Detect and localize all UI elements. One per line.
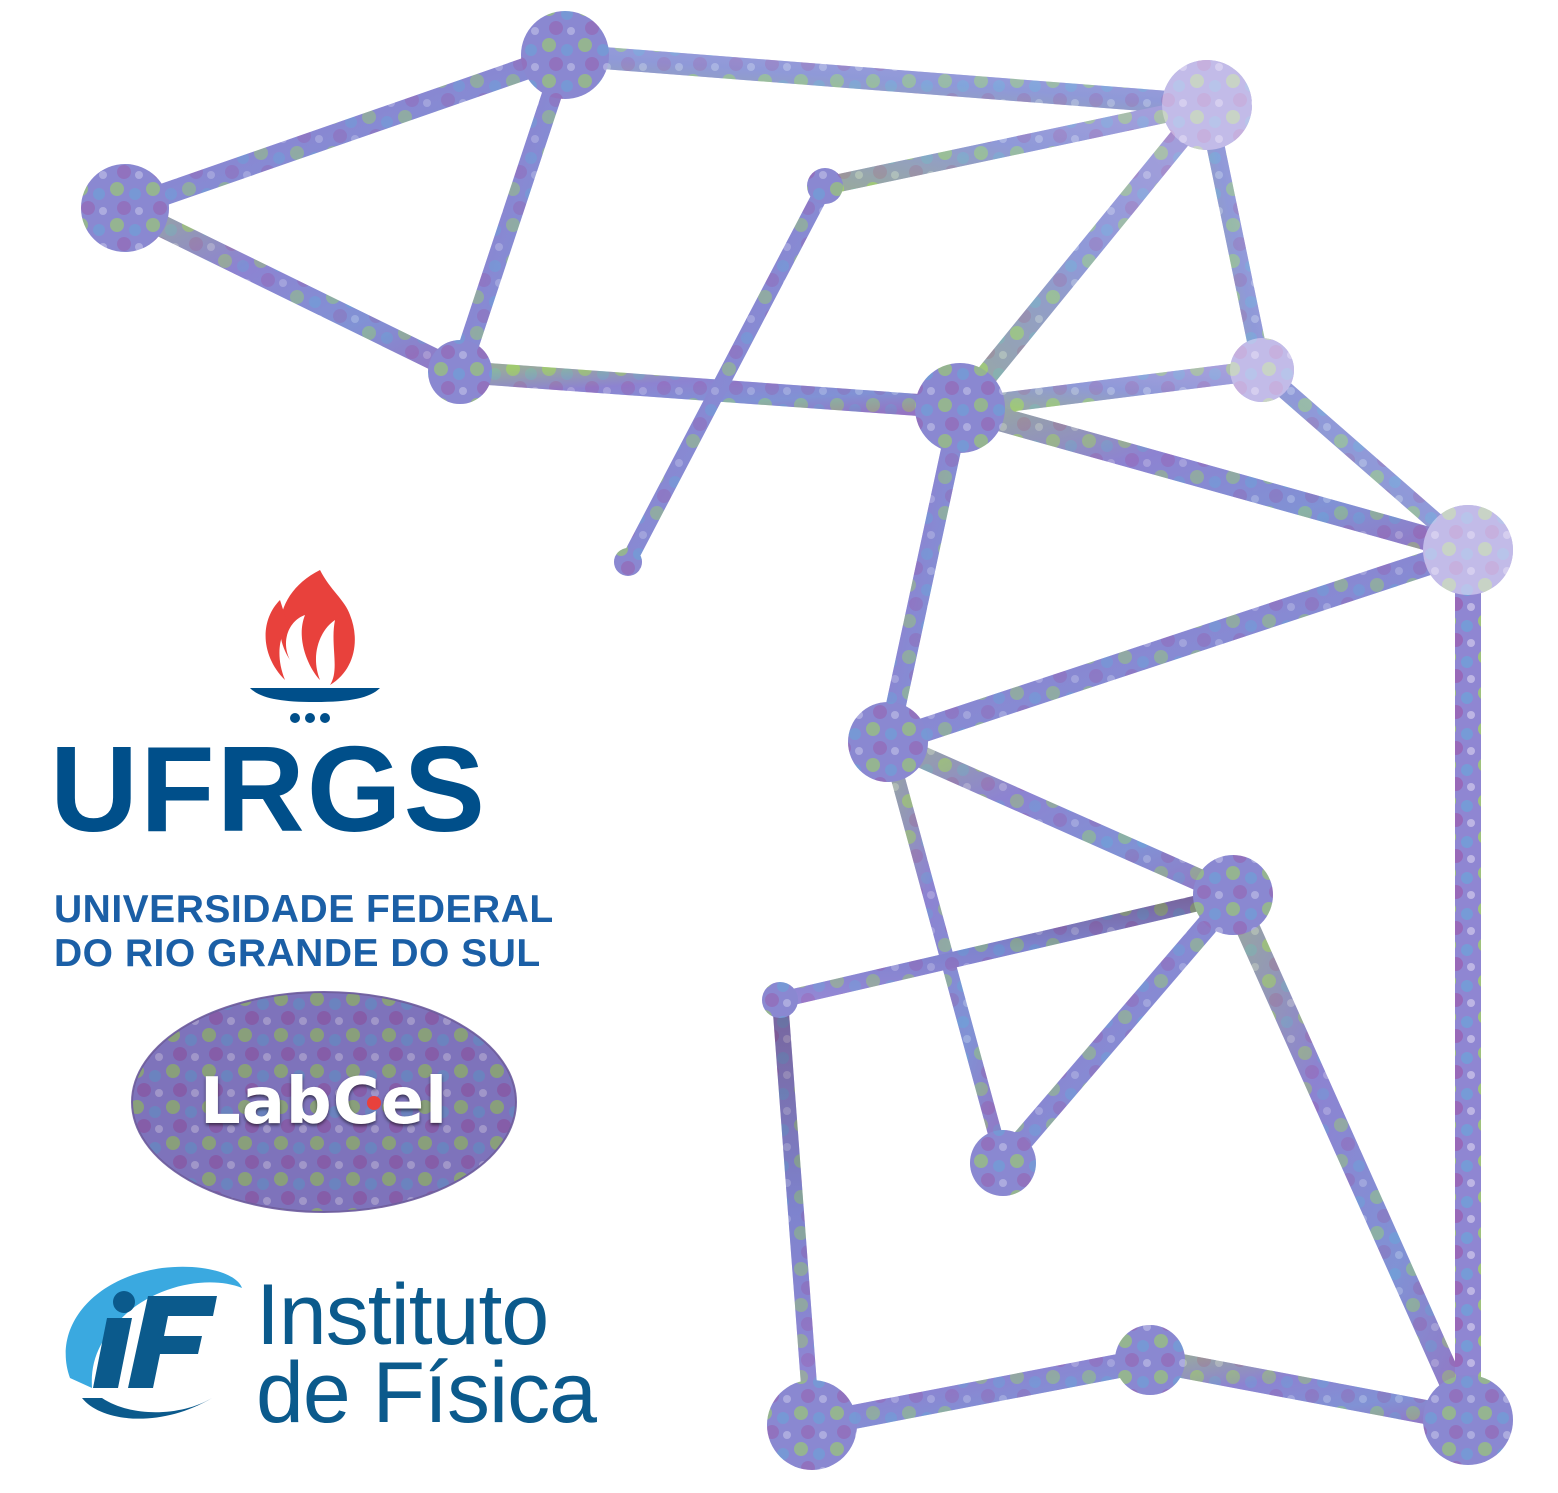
network-edge-tint: [992, 884, 1244, 1174]
network-node-tint: [762, 982, 798, 1018]
labcel-oval-icon: [131, 991, 517, 1213]
network-edge-tint: [950, 360, 1272, 418]
network-edge-tint: [816, 96, 1216, 195]
network-edge-tint: [1138, 1348, 1480, 1432]
torch-flame-icon: [250, 570, 380, 723]
network-edge-tint: [620, 178, 833, 570]
network-node: [614, 548, 642, 576]
network-node-tint: [848, 702, 928, 782]
network-edge-tint: [450, 45, 575, 382]
network-edge-tint: [949, 94, 1218, 419]
network-node: [762, 982, 798, 1018]
network-edge-tint: [1221, 883, 1480, 1432]
network-node-tint: [915, 363, 1005, 453]
if-emblem-icon: [65, 1266, 242, 1419]
instituto-line2: de Física: [256, 1345, 597, 1441]
network-node-tint: [767, 1380, 857, 1470]
network-node: [1115, 1325, 1185, 1395]
network-edge-tint: [114, 44, 576, 219]
ufrgs-acronym: UFRGS: [50, 721, 487, 857]
network-node: [428, 340, 492, 404]
labcel-logo: LabCel: [128, 990, 520, 1214]
network-node-tint: [807, 168, 843, 204]
network-node-tint: [614, 548, 642, 576]
network-edge-tint: [554, 44, 1218, 116]
network-node-tint: [428, 340, 492, 404]
network-node: [767, 1380, 857, 1470]
network-node-tint: [81, 164, 169, 252]
network-edge-tint: [772, 992, 820, 1433]
network-edge-tint: [772, 887, 1241, 1008]
network-node-tint: [1162, 60, 1252, 150]
network-node: [970, 1130, 1036, 1196]
network-node-tint: [1423, 505, 1513, 595]
ufrgs-name-line2: DO RIO GRANDE DO SUL: [54, 932, 541, 975]
network-node-tint: [970, 1130, 1036, 1196]
network-node: [915, 363, 1005, 453]
network-edge-tint: [876, 538, 1480, 754]
network-node: [1423, 1375, 1513, 1465]
network-node: [81, 164, 169, 252]
network-edge-tint: [1253, 361, 1477, 559]
network-edge-tint: [948, 396, 1480, 562]
network-node: [521, 11, 609, 99]
ufrgs-name-line1: UNIVERSIDADE FEDERAL: [54, 888, 554, 931]
network-node-tint: [1115, 1325, 1185, 1395]
instituto-line1: Instituto: [256, 1267, 549, 1363]
network-edge-tint: [881, 735, 1010, 1170]
network-edge-tint: [878, 398, 970, 752]
network-node: [1193, 855, 1273, 935]
network-edge-tint: [800, 1348, 1162, 1437]
network-node: [848, 702, 928, 782]
network-edge-tint: [1198, 96, 1271, 379]
network-node-tint: [521, 11, 609, 99]
network-edge-tint: [114, 197, 471, 383]
labcel-wordmark: LabCel: [199, 1065, 449, 1139]
instituto-fisica-logo: Instituto de Física: [52, 1258, 612, 1438]
network-node: [807, 168, 843, 204]
network-node-tint: [1230, 338, 1294, 402]
network-edge-tint: [877, 731, 1244, 906]
network-node-tint: [1193, 855, 1273, 935]
network-node-tint: [1423, 1375, 1513, 1465]
